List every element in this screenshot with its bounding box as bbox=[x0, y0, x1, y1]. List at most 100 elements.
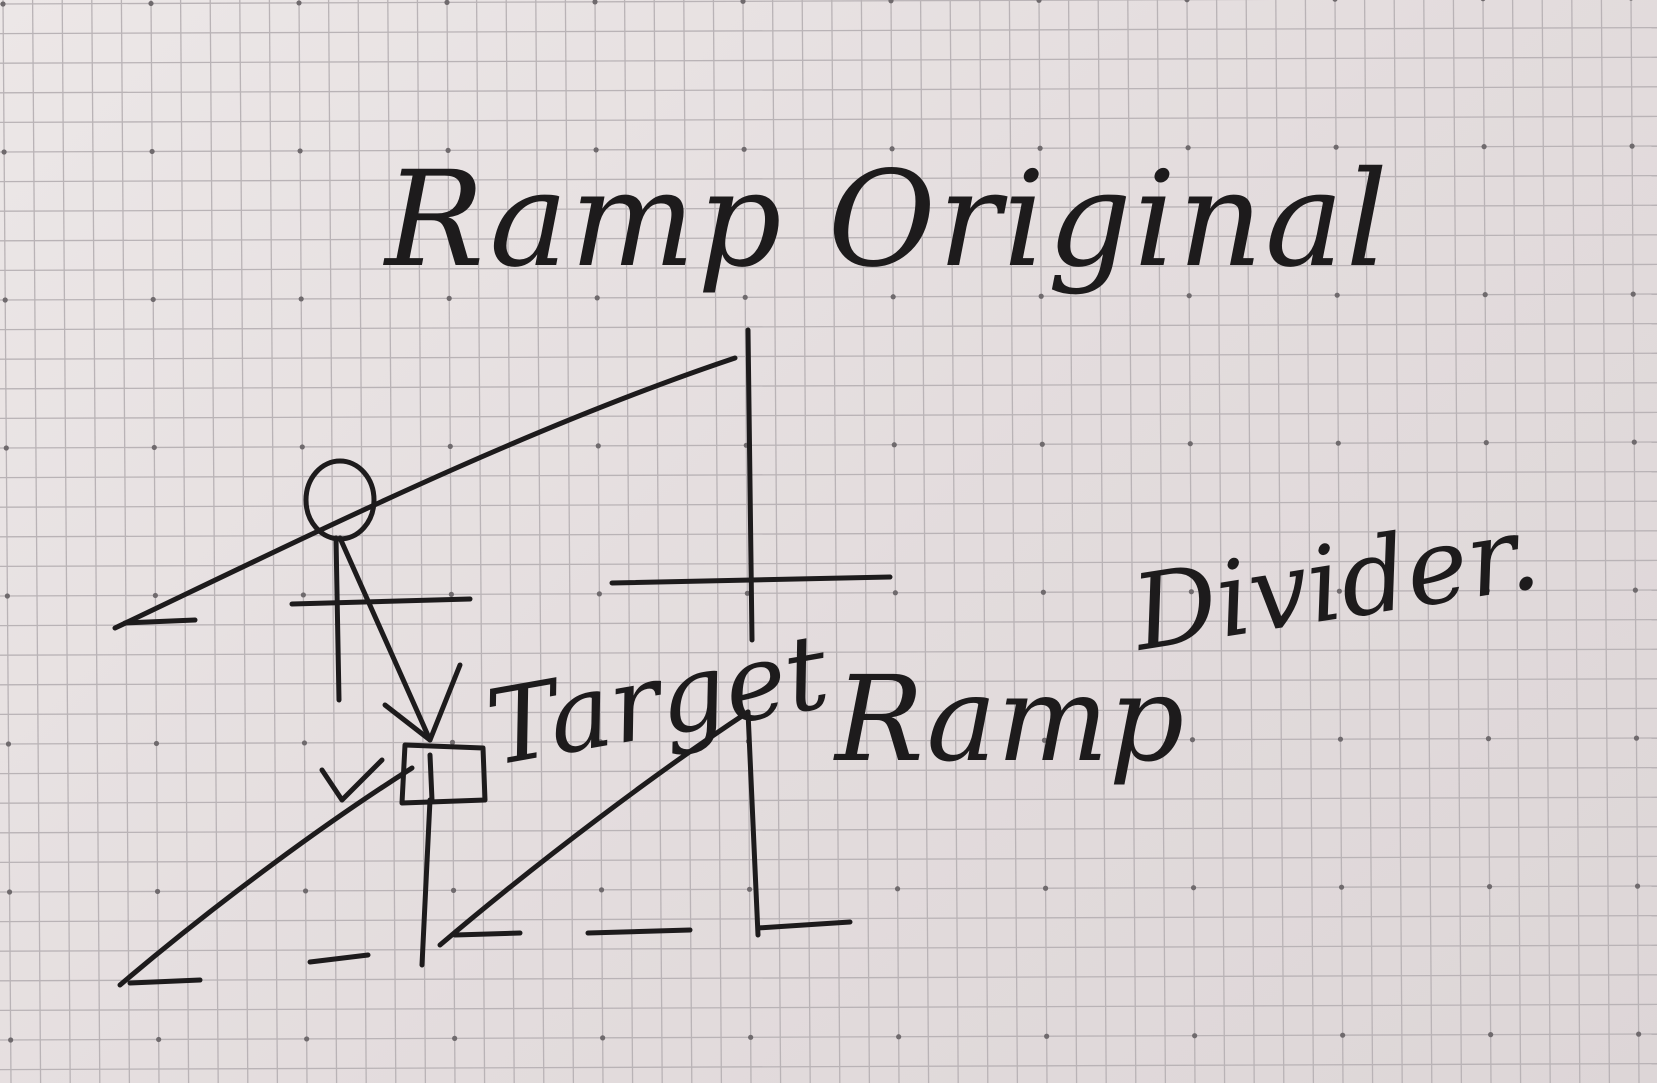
grid-dot bbox=[0, 1, 6, 7]
grid-line-horizontal bbox=[0, 678, 1657, 686]
grid-line-horizontal bbox=[0, 204, 1657, 212]
original-ramp-base-right bbox=[609, 574, 893, 586]
grid-dot bbox=[300, 592, 306, 598]
divider-ramp-vertical bbox=[419, 797, 433, 968]
grid-line-vertical bbox=[2, 0, 12, 1083]
grid-dot bbox=[153, 740, 160, 747]
grid-dot bbox=[600, 1035, 606, 1041]
grid-dot bbox=[746, 886, 753, 892]
grid-dot bbox=[154, 888, 161, 895]
grid-dot bbox=[742, 294, 748, 300]
divider-ramp-base-mid bbox=[307, 952, 371, 965]
grid-line-horizontal bbox=[0, 115, 1657, 124]
grid-dot bbox=[2, 297, 8, 303]
grid-line-vertical bbox=[1156, 0, 1167, 1083]
grid-line-vertical bbox=[890, 0, 900, 1083]
grid-line-horizontal bbox=[0, 766, 1657, 775]
grid-dot bbox=[748, 1034, 754, 1040]
grid-line-vertical bbox=[1186, 0, 1196, 1083]
grid-line-vertical bbox=[61, 0, 71, 1083]
grid-line-vertical bbox=[1304, 0, 1315, 1083]
grid-dot bbox=[1337, 736, 1344, 742]
label-ramp-original: Ramp Original bbox=[383, 143, 1390, 297]
grid-line-vertical bbox=[1008, 0, 1019, 1083]
grid-line-horizontal bbox=[0, 589, 1657, 597]
grid-dot bbox=[448, 591, 454, 597]
grid-dot bbox=[597, 739, 604, 745]
grid-line-vertical bbox=[623, 0, 634, 1083]
grid-line-horizontal bbox=[0, 86, 1657, 94]
grid-line-vertical bbox=[860, 0, 871, 1083]
grid-dot bbox=[1041, 737, 1048, 743]
grid-dot bbox=[449, 739, 456, 745]
grid-dot bbox=[4, 593, 10, 599]
grid-line-horizontal bbox=[0, 1062, 1657, 1071]
grid-dot bbox=[8, 1037, 14, 1043]
second-ramp-vertical bbox=[745, 709, 761, 938]
grid-line-horizontal bbox=[0, 441, 1657, 449]
grid-dot bbox=[1340, 1032, 1346, 1038]
grid-dot bbox=[1484, 588, 1490, 594]
grid-line-horizontal bbox=[0, 737, 1657, 745]
grid-line-vertical bbox=[505, 0, 515, 1083]
grid-line-vertical bbox=[1334, 0, 1344, 1083]
grid-line-vertical bbox=[742, 0, 752, 1083]
original-ramp-base-left bbox=[122, 617, 198, 626]
grid-dot bbox=[1044, 1033, 1050, 1039]
grid-line-vertical bbox=[535, 0, 545, 1083]
target-box-divider bbox=[427, 752, 435, 803]
grid-line-vertical bbox=[1600, 0, 1611, 1083]
grid-line-vertical bbox=[1215, 0, 1226, 1083]
grid-line-horizontal bbox=[0, 559, 1657, 568]
grid-line-vertical bbox=[1423, 0, 1433, 1083]
grid-line-vertical bbox=[771, 0, 782, 1083]
grid-dot bbox=[3, 445, 9, 451]
grid-dots bbox=[0, 0, 1642, 1043]
grid-line-horizontal bbox=[0, 234, 1657, 242]
grid-line-vertical bbox=[683, 0, 693, 1083]
grid-dot bbox=[1632, 587, 1638, 593]
original-ramp-base-mid bbox=[289, 596, 473, 607]
label-ramp: Ramp bbox=[833, 650, 1184, 788]
second-ramp bbox=[437, 709, 853, 948]
grid-dot bbox=[302, 888, 309, 894]
ball-shape bbox=[303, 458, 377, 542]
grid-dot bbox=[1188, 589, 1194, 595]
grid-dot bbox=[1042, 885, 1049, 891]
grid-dot bbox=[888, 0, 894, 4]
grid-dot bbox=[1192, 1033, 1198, 1039]
grid-dot bbox=[1488, 1032, 1494, 1038]
grid-dot bbox=[1036, 0, 1042, 3]
grid-dot bbox=[1332, 0, 1338, 2]
grid-dot bbox=[1338, 884, 1345, 890]
grid-dot bbox=[1037, 145, 1043, 151]
original-ramp-slope bbox=[112, 355, 738, 631]
grid-line-vertical bbox=[91, 0, 101, 1083]
grid-line-horizontal bbox=[0, 826, 1657, 834]
grid-dot bbox=[1189, 737, 1196, 743]
grid-dot bbox=[1190, 885, 1197, 891]
grid-dot bbox=[1334, 292, 1340, 298]
ball-diagonal-path bbox=[337, 535, 433, 743]
grid-line-horizontal bbox=[0, 470, 1657, 479]
grid-dot bbox=[447, 443, 453, 449]
grid-dot bbox=[1482, 292, 1488, 298]
grid-dot bbox=[1038, 293, 1044, 299]
grid-dot bbox=[890, 294, 896, 300]
grid-line-horizontal bbox=[0, 1033, 1657, 1041]
grid-dot bbox=[1185, 145, 1191, 151]
grid-dot bbox=[1039, 441, 1045, 447]
grid-line-horizontal bbox=[0, 145, 1657, 153]
grid-line-vertical bbox=[919, 0, 930, 1083]
grid-line-horizontal bbox=[0, 500, 1657, 508]
second-ramp-base-right bbox=[755, 919, 853, 931]
grid-line-vertical bbox=[1452, 0, 1463, 1083]
grid-line-horizontal bbox=[0, 0, 1285, 5]
grid-dot bbox=[1333, 144, 1339, 150]
target-box bbox=[399, 742, 488, 806]
grid-line-horizontal bbox=[0, 648, 1657, 656]
grid-line-vertical bbox=[1127, 0, 1137, 1083]
divider-ramp bbox=[117, 765, 433, 988]
